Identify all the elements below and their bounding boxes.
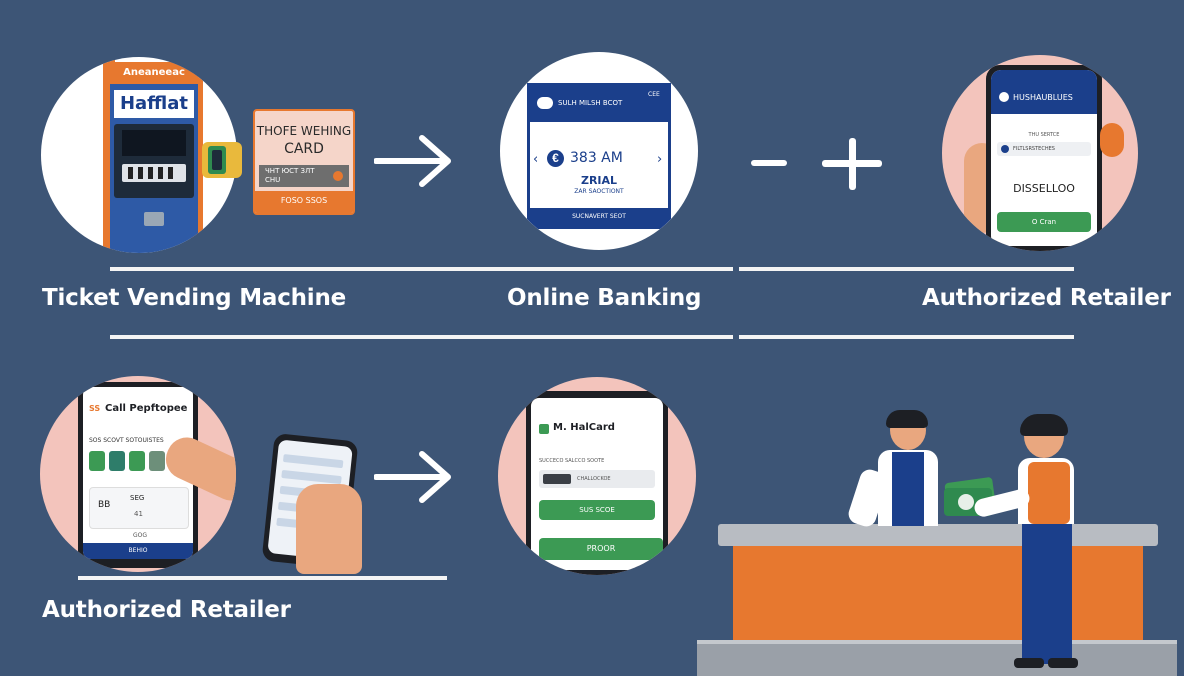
kiosk-top-sign: Aneaneeac [110,62,198,84]
ticket-card-stripe: ЧНТ ЮСТ ЗЛТ CHU [259,165,349,187]
label-ticket-vending-machine: Ticket Vending Machine [42,285,347,311]
bank-next-icon[interactable]: › [657,152,663,167]
app-card[interactable]: BB SEG 41 [89,487,189,529]
label-online-banking: Online Banking [507,285,702,311]
retailer-amount: DISSELLOO [1013,182,1075,195]
card-app-phone: M. HalCard SUCCECO SALCCO SOOTE CHALLOCK… [526,391,668,575]
app-row-c: 41 [134,510,143,518]
arrow-right-icon-2 [374,449,454,505]
card-app-title: M. HalCard [553,422,615,433]
bank-logo-icon [537,97,553,109]
bank-footer[interactable]: SUCNAVERT SEOT [530,208,668,226]
card-app-field-text: CHALLOCKOE [577,476,611,482]
app-icons-row[interactable] [89,449,179,475]
card-app-logo-icon [539,424,549,434]
counter-base [697,640,1177,676]
card-app-field[interactable]: CHALLOCKOE [539,470,655,488]
label-authorized-retailer-top: Authorized Retailer [922,285,1171,311]
ticket-card-footer: FOSO SSOS [255,191,353,213]
online-banking-circle: SULH MILSH BCOT CEE ‹ € 383 AM › ZRIAL Z… [500,52,698,250]
bank-footer-text: SUCNAVERT SEOT [572,213,626,220]
card-app-button-2-label: PROOR [586,544,616,553]
cashier-figure [966,414,1086,672]
counter-front [733,546,1143,640]
bank-header: SULH MILSH BCOT CEE [530,86,668,122]
card-app-circle: M. HalCard SUCCECO SALCCO SOOTE CHALLOCK… [498,377,696,575]
bank-sub: ZRIAL [580,174,618,187]
retailer-circle-top: HUSHAUBLUES THU SERTCE FILTLSRSTECHES DI… [942,55,1138,251]
label-authorized-retailer-bottom: Authorized Retailer [42,597,291,623]
kiosk-brand: Hafflat [114,90,194,118]
bank-euro-icon: € [547,150,564,167]
retailer-field[interactable]: FILTLSRSTECHES [997,142,1091,156]
app-circle: SS Call Pepftopee SOS SCOVT SOTOUISTES B… [40,376,236,572]
kiosk-keys [122,164,186,182]
kiosk-screen [114,124,194,198]
divider-top-2 [739,267,1074,271]
app-row-a: BB [98,500,111,510]
ticket-card-small1: ЧНТ ЮСТ ЗЛТ [265,167,315,175]
card-app-button-1-label: SUS SCOE [579,506,615,514]
app-row-d: GOG [133,532,148,539]
retailer-phone-small: THU SERTCE [1028,132,1060,138]
customer-figure [846,410,962,529]
bank-prev-icon[interactable]: ‹ [533,152,539,167]
ticket-card-line2: CARD [284,141,324,157]
app-sub: SOS SCOVT SOTOUISTES [89,437,164,444]
bank-header-text: SULH MILSH BCOT [558,99,623,107]
minus-icon [751,160,787,166]
divider-top-1 [110,267,733,271]
ticket-card-small2: CHU [265,176,281,184]
ticket-card-line1: THOFE WEHING [256,124,352,138]
counter-top [718,524,1158,546]
retailer-phone-header: HUSHAUBLUES [991,70,1097,114]
plus-icon [822,138,882,190]
arrow-right-icon [374,133,454,189]
divider-mid-2 [739,335,1074,339]
bank-screen: SULH MILSH BCOT CEE ‹ € 383 AM › ZRIAL Z… [527,83,671,229]
divider-bottom [78,576,447,580]
app-row-b: SEG [130,494,145,502]
retailer-phone: HUSHAUBLUES THU SERTCE FILTLSRSTECHES DI… [986,65,1102,251]
divider-mid-1 [110,335,733,339]
app-footer-text: BEHIO [128,547,148,554]
retailer-ok-button[interactable]: O Cran [997,212,1091,232]
card-app-button-2[interactable]: PROOR [539,538,663,560]
retailer-ok-label: O Cran [1031,218,1057,226]
retailer-field-text: FILTLSRSTECHES [1013,146,1055,152]
bank-header-right: CEE [648,91,660,98]
retailer-phone-title: HUSHAUBLUES [1013,93,1073,102]
bank-sub2: ZAR SAOCTIONT [574,188,624,195]
ticket-card: THOFE WEHING CARD ЧНТ ЮСТ ЗЛТ CHU FOSO S… [253,109,355,215]
holding-hand [296,484,362,574]
ticket-card-footer-text: FOSO SSOS [280,196,328,205]
app-title: Call Pepftopee [105,403,188,414]
kiosk-slot [144,212,164,226]
card-app-button-1[interactable]: SUS SCOE [539,500,655,520]
card-reader-icon [200,140,244,180]
bank-amount: 383 AM [570,150,623,166]
thumb-shape [1100,123,1124,157]
app-prefix: SS [89,404,101,413]
retailer-logo-icon [999,92,1009,102]
app-phone: SS Call Pepftopee SOS SCOVT SOTOUISTES B… [78,382,198,568]
kiosk-body: Aneaneeac Hafflat [110,62,198,253]
app-footer[interactable]: BEHIO [83,543,193,559]
card-app-small: SUCCECO SALCCO SOOTE [539,458,605,464]
